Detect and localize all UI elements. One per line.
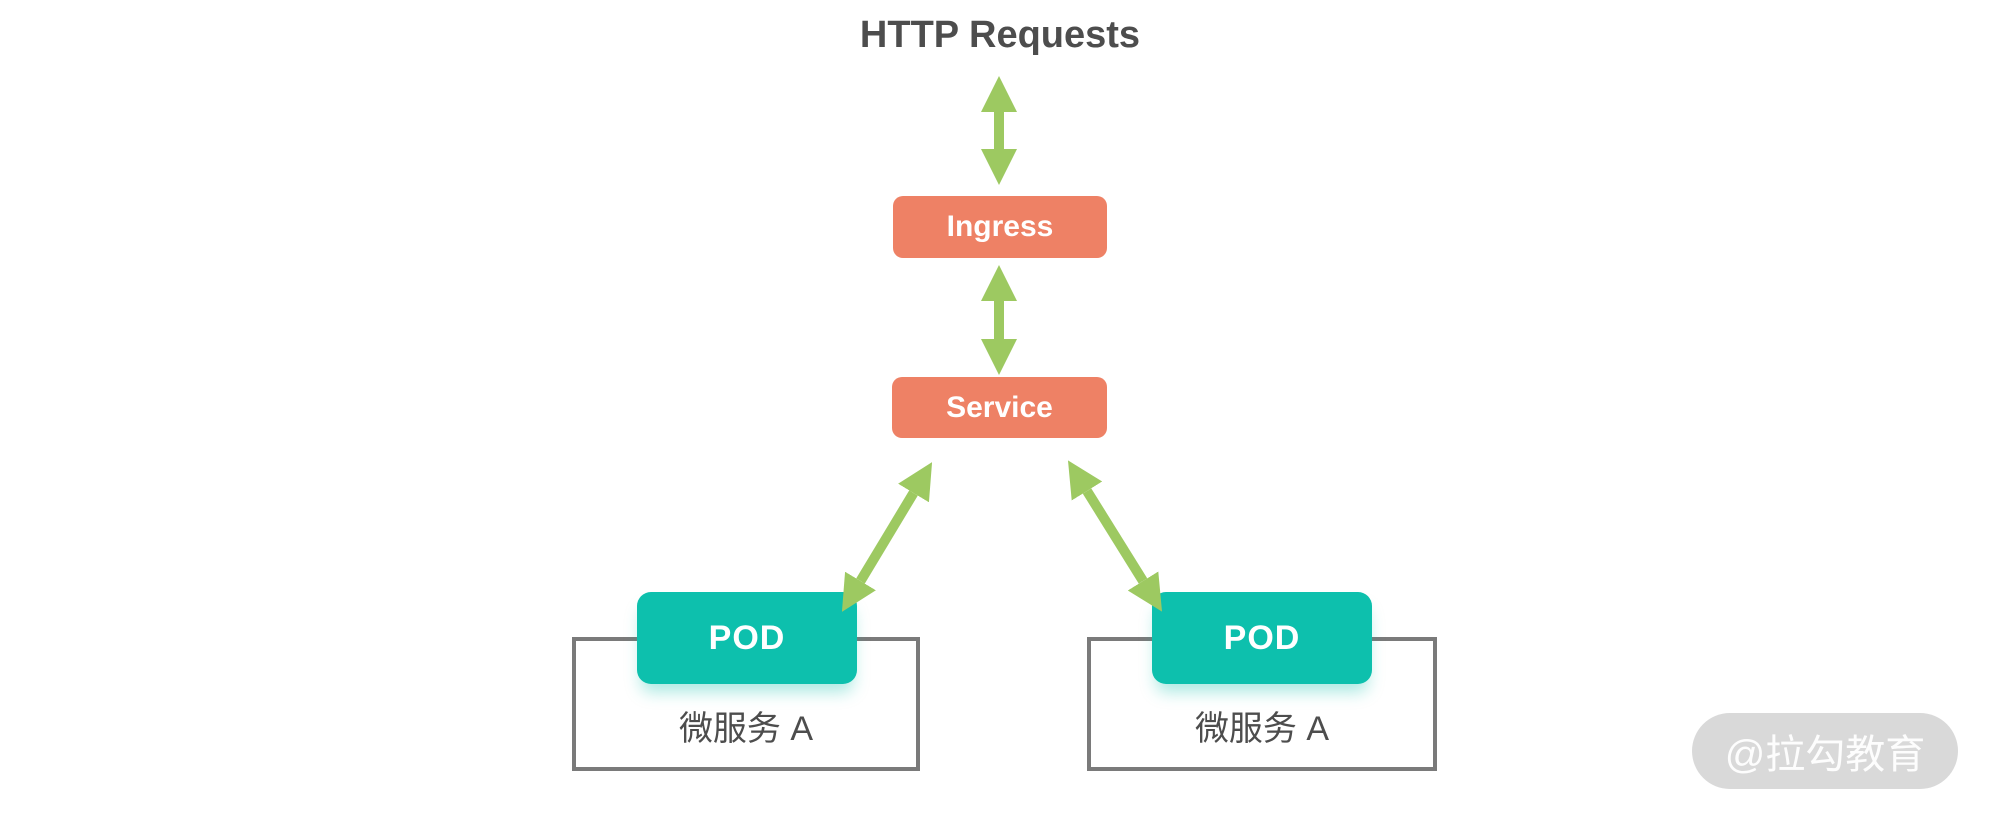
pod-node-left: POD (637, 592, 857, 684)
pod-node-right: POD (1152, 592, 1372, 684)
microservice-group-label: 微服务 A (678, 710, 814, 748)
arrow-service-pod-left (841, 462, 933, 612)
watermark-badge: @拉勾教育 (1692, 713, 1958, 789)
arrow-service-pod-right (1067, 460, 1163, 612)
service-node: Service (892, 377, 1107, 438)
ingress-node: Ingress (893, 196, 1107, 258)
microservice-group-label: 微服务 A (1194, 710, 1330, 748)
diagram-title: HTTP Requests (859, 14, 1141, 56)
watermark-text: @拉勾教育 (1724, 733, 1926, 777)
